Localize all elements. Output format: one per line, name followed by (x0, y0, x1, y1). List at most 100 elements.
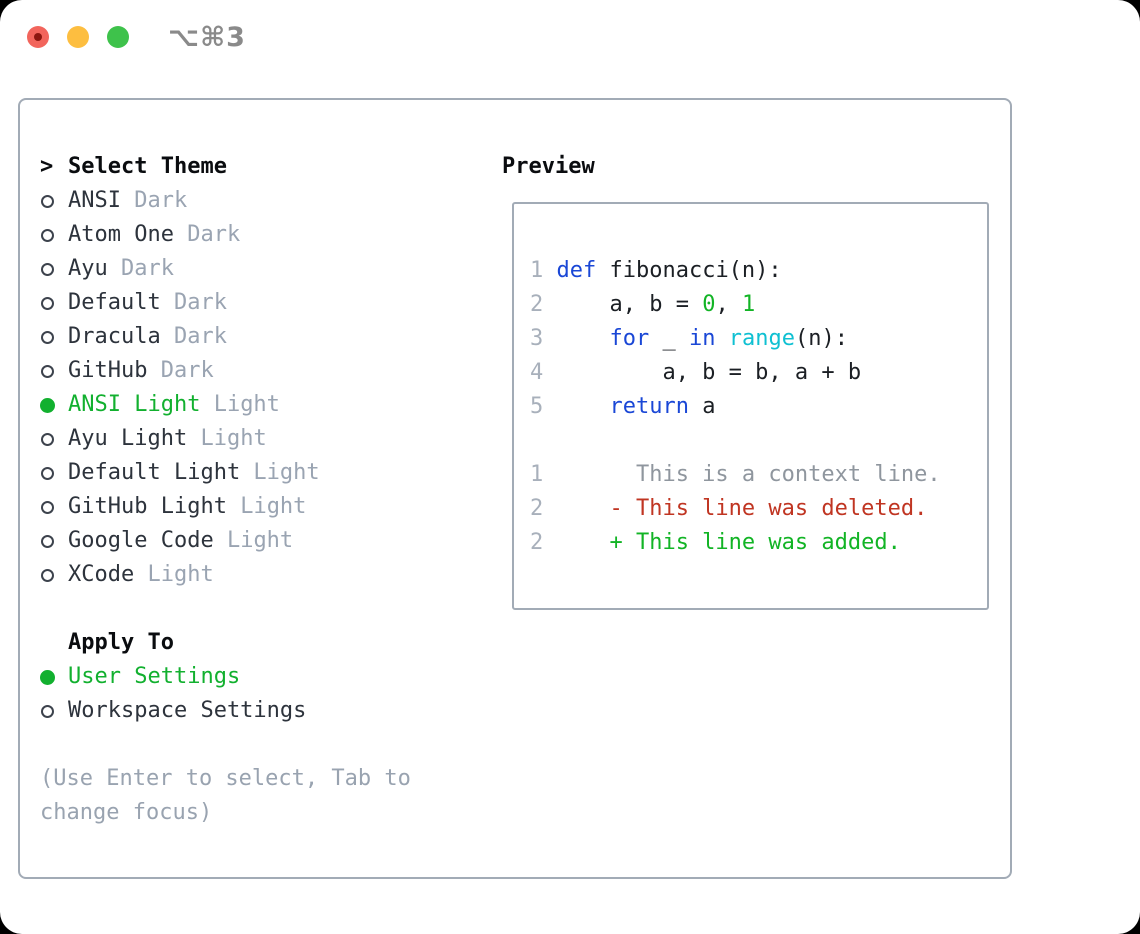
code-token: in (688, 326, 716, 351)
theme-variant-tag: Light (213, 528, 294, 553)
radio-selected-icon (40, 660, 68, 694)
list-gap (40, 592, 490, 626)
radio-circle (41, 296, 54, 310)
theme-variant-tag: Light (187, 426, 267, 451)
theme-option-default-light[interactable]: Default Light Light (40, 456, 490, 490)
theme-option-label: Google Code (68, 528, 214, 553)
code-line: 2 + This line was added. (530, 526, 975, 560)
theme-option-ansi-light[interactable]: ANSI Light Light (40, 388, 490, 422)
radio-circle (41, 228, 54, 242)
radio-circle (41, 262, 54, 276)
theme-option-dracula[interactable]: Dracula Dark (40, 320, 490, 354)
theme-variant-tag: Dark (173, 222, 241, 247)
radio-unselected-icon (40, 286, 68, 320)
code-line (530, 424, 975, 458)
list-gap (40, 728, 490, 762)
code-line: 3 for _ in range(n): (530, 322, 975, 356)
code-line: 2 a, b = 0, 1 (530, 288, 975, 322)
window-title-shortcut: ⌥⌘3 (168, 22, 246, 53)
code-token: This is a context line. (556, 462, 941, 487)
radio-unselected-icon (40, 456, 68, 490)
radio-unselected-icon (40, 524, 68, 558)
radio-circle (41, 466, 54, 480)
code-token: + This line was added. (556, 530, 901, 555)
radio-unselected-icon (40, 320, 68, 354)
line-number: 2 (530, 530, 544, 555)
theme-option-label: Ayu (68, 256, 108, 281)
theme-variant-tag: Dark (160, 324, 227, 349)
radio-unselected-icon (40, 354, 68, 388)
theme-variant-tag: Light (200, 392, 280, 417)
theme-option-xcode[interactable]: XCode Light (40, 558, 490, 592)
code-token: (n): (794, 326, 848, 351)
code-token: - This line was deleted. (556, 496, 928, 521)
minimize-button[interactable] (67, 26, 89, 48)
theme-option-google-code[interactable]: Google Code Light (40, 524, 490, 558)
theme-option-atom-one[interactable]: Atom One Dark (40, 218, 490, 252)
radio-circle (41, 534, 54, 548)
radio-circle (41, 432, 54, 446)
theme-option-label: Dracula (68, 324, 161, 349)
apply-to-header-label: Apply To (68, 630, 174, 655)
preview-title: Preview (502, 154, 595, 179)
code-token: 1 (741, 292, 756, 317)
radio-unselected-icon (40, 252, 68, 286)
line-number: 3 (530, 326, 544, 351)
theme-option-ayu-light[interactable]: Ayu Light Light (40, 422, 490, 456)
code-token (556, 394, 609, 419)
close-button[interactable] (27, 26, 49, 48)
theme-variant-tag: Dark (147, 358, 214, 383)
code-line: 4 a, b = b, a + b (530, 356, 975, 390)
code-line: 2 - This line was deleted. (530, 492, 975, 526)
code-token: fibonacci(n): (596, 258, 782, 283)
radio-unselected-icon (40, 218, 68, 252)
code-token: return (609, 394, 689, 419)
theme-option-label: ANSI (68, 188, 121, 213)
radio-circle (41, 568, 54, 582)
theme-option-github-light[interactable]: GitHub Light Light (40, 490, 490, 524)
radio-unselected-icon (40, 490, 68, 524)
theme-variant-tag: Light (134, 562, 214, 587)
apply-option-label: User Settings (68, 664, 241, 689)
apply-option-workspace-settings[interactable]: Workspace Settings (40, 694, 490, 728)
apply-option-user-settings[interactable]: User Settings (40, 660, 490, 694)
line-number: 2 (530, 496, 544, 521)
line-number: 4 (530, 360, 544, 385)
theme-variant-tag: Light (226, 494, 307, 519)
code-token: a (688, 394, 716, 419)
theme-option-github[interactable]: GitHub Dark (40, 354, 490, 388)
apply-option-label: Workspace Settings (68, 698, 307, 723)
theme-variant-tag: Dark (107, 256, 174, 281)
theme-option-default[interactable]: Default Dark (40, 286, 490, 320)
radio-circle (41, 704, 54, 718)
theme-option-label: Default (68, 290, 161, 315)
code-line: 5 return a (530, 390, 975, 424)
code-token (715, 326, 728, 351)
theme-variant-tag: Light (240, 460, 320, 485)
select-theme-header-label: Select Theme (68, 154, 227, 179)
radio-circle (41, 330, 54, 344)
code-token: 0 (702, 292, 716, 317)
zoom-button[interactable] (107, 26, 129, 48)
select-theme-header: > Select Theme (40, 150, 490, 184)
theme-option-label: GitHub Light (68, 494, 227, 519)
help-text-line-1: (Use Enter to select, Tab to (40, 766, 411, 791)
theme-variant-tag: Dark (120, 188, 188, 213)
focus-caret-icon: > (40, 154, 54, 179)
radio-unselected-icon (40, 422, 68, 456)
radio-unselected-icon (40, 694, 68, 728)
theme-option-ansi[interactable]: ANSI Dark (40, 184, 490, 218)
theme-option-ayu[interactable]: Ayu Dark (40, 252, 490, 286)
theme-option-label: XCode (68, 562, 135, 587)
radio-circle (40, 669, 55, 685)
radio-circle (41, 364, 54, 378)
code-token: def (556, 258, 597, 283)
code-token: range (728, 326, 795, 351)
code-token: a, b = (556, 292, 703, 317)
